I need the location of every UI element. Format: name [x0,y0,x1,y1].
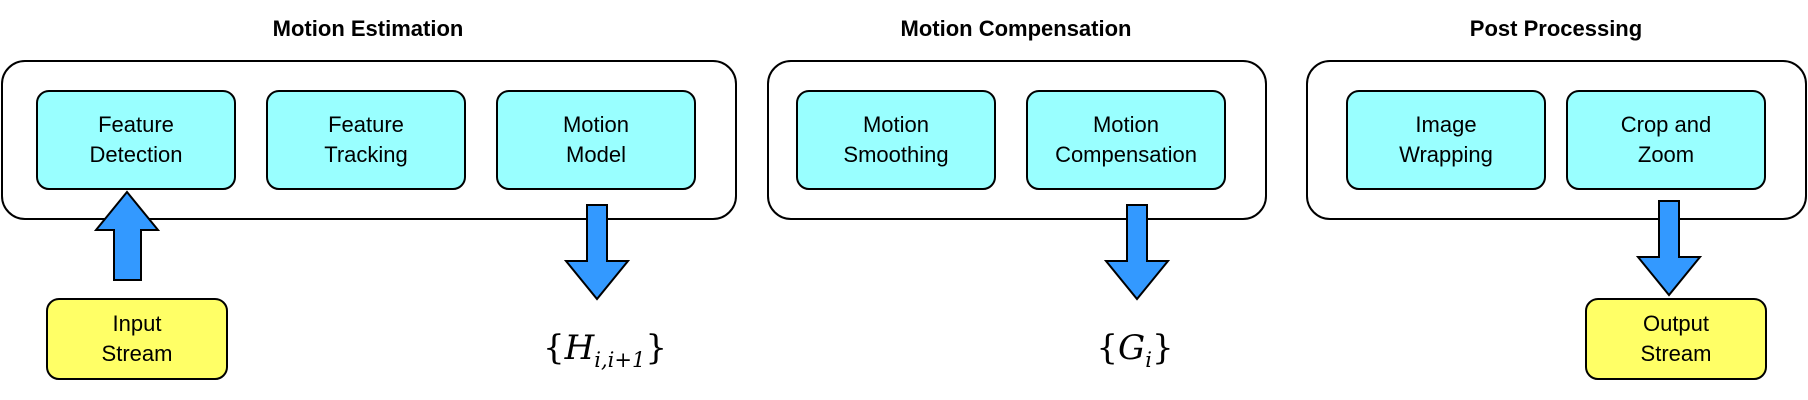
group-title-post-processing: Post Processing [1469,16,1643,41]
close-brace: } [1151,328,1174,368]
smoothed-motion-output-label: {Gi} [1080,322,1190,374]
node-label-line1: Motion [1092,112,1160,137]
smoothed-symbol: G [1118,328,1146,368]
group-title-motion-estimation: Motion Estimation [272,16,464,41]
node-label-line1: Image [1415,112,1477,137]
node-label-line2: Tracking [324,142,408,167]
feature-tracking-node: Feature Tracking [266,90,466,190]
node-label-line1: Motion [562,112,630,137]
close-brace: } [645,328,667,368]
node-label-line1: Motion [862,112,930,137]
motion-compensation-node: Motion Compensation [1026,90,1226,190]
node-label-line2: Stream [101,341,173,366]
smoothed-subscript: i [1145,348,1152,372]
node-label-line2: Zoom [1637,142,1695,167]
open-brace: { [542,328,565,368]
node-label-line1: Feature [98,112,174,137]
node-label-line1: Feature [328,112,404,137]
crop-and-zoom-node: Crop and Zoom [1566,90,1766,190]
crop-zoom-down-arrow-icon [1636,200,1702,297]
node-label-line2: Stream [1640,341,1712,366]
feature-detection-node: Feature Detection [36,90,236,190]
input-up-arrow-icon [94,190,160,281]
node-label-line2: Wrapping [1399,142,1493,167]
node-label-line2: Smoothing [843,142,949,167]
group-title-motion-compensation: Motion Compensation [900,16,1132,41]
output-stream-node: Output Stream [1585,298,1767,380]
node-label-line2: Detection [89,142,183,167]
node-label-line2: Model [566,142,626,167]
node-label-line1: Input [112,311,162,336]
homography-symbol: H [564,328,595,368]
homography-output-label: {Hi,i+1} [520,322,690,374]
node-label-line1: Output [1642,311,1710,336]
node-label-line2: Compensation [1055,142,1197,167]
motion-compensation-down-arrow-icon [1104,204,1170,301]
motion-model-down-arrow-icon [564,204,630,301]
open-brace: { [1096,328,1119,368]
motion-smoothing-node: Motion Smoothing [796,90,996,190]
homography-subscript: i,i+1 [594,348,646,372]
motion-model-node: Motion Model [496,90,696,190]
node-label-line1: Crop and [1620,112,1712,137]
image-wrapping-node: Image Wrapping [1346,90,1546,190]
input-stream-node: Input Stream [46,298,228,380]
